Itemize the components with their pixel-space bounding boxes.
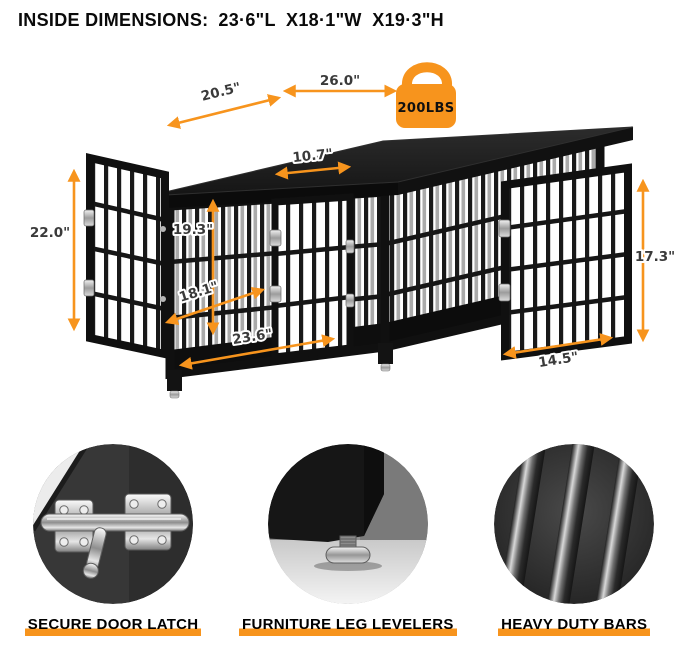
crate-table-top [147, 126, 634, 209]
weight-capacity-badge: 200LBS [396, 62, 456, 128]
left-door-hinges [160, 226, 166, 302]
dim-inner-height: 19.3" [173, 222, 213, 238]
left-side-door [83, 152, 169, 359]
feature-label-bars: HEAVY DUTY BARS [498, 616, 651, 636]
header: INSIDE DIMENSIONS: 23·6"L X18·1"W X19·3"H [0, 0, 679, 34]
feature-heavy-duty-bars: HEAVY DUTY BARS [494, 444, 655, 636]
weight-capacity-text: 200LBS [397, 101, 454, 116]
right-door-latch [498, 219, 511, 302]
right-side-door [498, 163, 632, 361]
leg-leveler-photo [267, 444, 428, 604]
arrow-inner-width [178, 334, 336, 370]
arrow-top-depth [166, 94, 282, 129]
feature-label-latch: SECURE DOOR LATCH [24, 616, 202, 636]
leg-leveler-icon [267, 444, 428, 604]
dim-right-door-height: 17.3" [635, 249, 675, 265]
inside-dimensions-title: INSIDE DIMENSIONS: [18, 10, 209, 30]
dim-top-depth: 20.5" [200, 79, 243, 104]
feature-label-levelers: FURNITURE LEG LEVELERS [239, 616, 457, 636]
weight-icon [402, 62, 452, 91]
features-row: SECURE DOOR LATCH [0, 424, 679, 636]
left-door-latch [83, 209, 95, 297]
front-door-latch [269, 229, 282, 303]
dim-left-door-height: 22.0" [30, 225, 70, 241]
front-door-hinges [345, 239, 355, 308]
heavy-bars-icon [494, 444, 655, 604]
arrow-inner-depth [164, 286, 266, 326]
feature-secure-door-latch: SECURE DOOR LATCH [24, 444, 202, 636]
door-latch-icon [33, 444, 194, 604]
arrow-front-door-width [274, 161, 352, 180]
dimension-arrows [67, 84, 650, 370]
heavy-bars-photo [494, 444, 655, 604]
arrow-right-door-width [502, 333, 614, 359]
crate-illustration: 20.5" 26.0" 10.7" 19.3" 22.0" 18.1" 23.6… [28, 62, 677, 399]
feature-leg-levelers: FURNITURE LEG LEVELERS [239, 444, 457, 636]
dim-top-width: 26.0" [320, 73, 360, 89]
crate-diagram: 20.5" 26.0" 10.7" 19.3" 22.0" 18.1" 23.6… [0, 34, 679, 424]
front-door [269, 193, 355, 361]
inside-dimensions-value: 23·6"L X18·1"W X19·3"H [218, 10, 444, 30]
latch-photo [33, 444, 194, 604]
